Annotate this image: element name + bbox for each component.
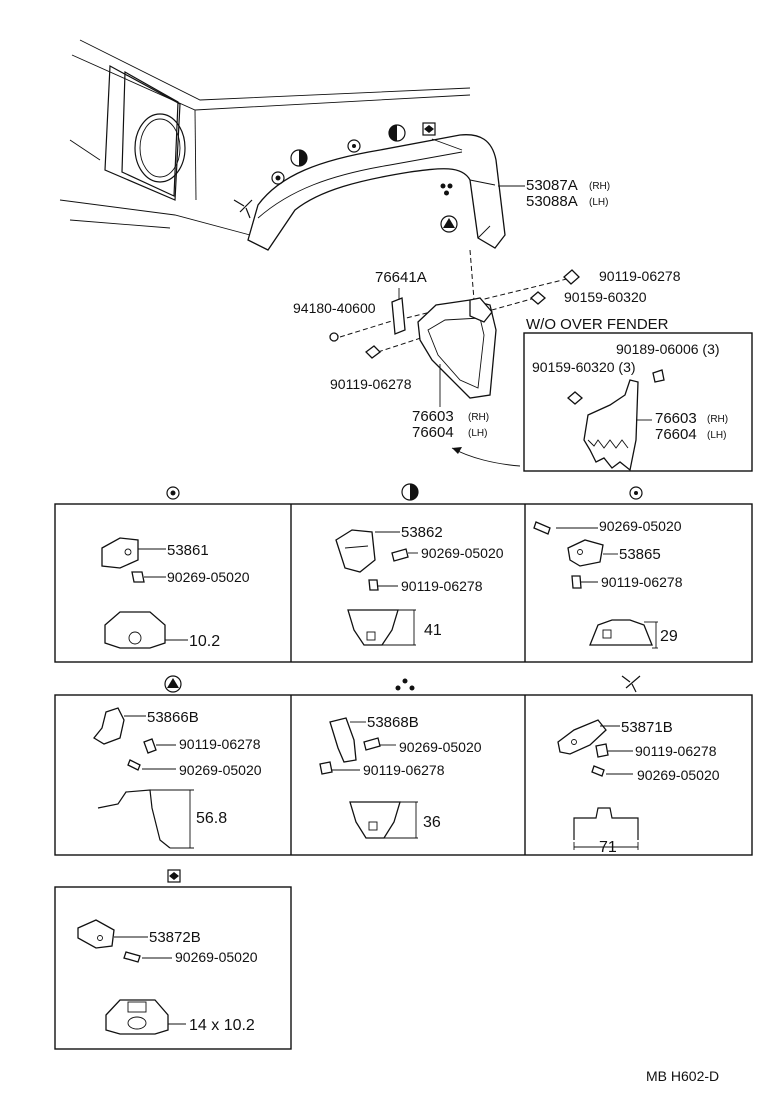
p5-part: 53868B (367, 714, 419, 731)
label-lh-1: (LH) (589, 197, 608, 208)
label-94180-40600: 94180-40600 (293, 300, 376, 316)
label-lh-2: (LH) (468, 428, 487, 439)
panel-row-2 (54, 675, 753, 856)
label-90119-06278-b: 90119-06278 (330, 376, 412, 392)
inset-label-nut: 90189-06006 (3) (616, 341, 720, 357)
label-53087a: 53087A (526, 177, 578, 194)
p3-screw: 90119-06278 (601, 574, 683, 590)
footer-code: MB H602-D (646, 1068, 719, 1084)
inset-wo-over-fender: W/O OVER FENDER 90189-06006 (3) 90159-60… (523, 316, 753, 472)
p2-part: 53862 (401, 524, 443, 541)
panel-53871b: 53871B 90119-06278 90269-05020 71 (557, 719, 720, 856)
p7-rivet: 90269-05020 (175, 949, 258, 965)
over-fender-53087a (247, 134, 506, 251)
p3-dim: 29 (660, 628, 678, 645)
label-90119-06278-a: 90119-06278 (599, 268, 681, 284)
panel-53861: 53861 90269-05020 10.2 (101, 537, 250, 650)
p6-rivet: 90269-05020 (637, 767, 720, 783)
p2-dim: 41 (424, 622, 442, 639)
label-76604: 76604 (412, 424, 454, 441)
p4-dim: 56.8 (196, 810, 227, 827)
p3-part: 53865 (619, 546, 661, 563)
p5-rivet: 90269-05020 (399, 739, 482, 755)
inset-title: W/O OVER FENDER (526, 316, 669, 333)
p7-part: 53872B (149, 929, 201, 946)
panel-53866b: 53866B 90119-06278 90269-05020 56.8 (93, 707, 262, 849)
label-53088a: 53088A (526, 193, 578, 210)
mud-flap-assembly (329, 269, 580, 399)
p5-dim: 36 (423, 814, 441, 831)
p2-rivet: 90269-05020 (421, 545, 504, 561)
p4-screw: 90119-06278 (179, 736, 261, 752)
panel-53868b: 53868B 90269-05020 90119-06278 36 (319, 714, 482, 839)
p6-screw: 90119-06278 (635, 743, 717, 759)
p2-screw: 90119-06278 (401, 578, 483, 594)
inset-rh: (RH) (707, 414, 728, 425)
label-rh-2: (RH) (468, 412, 489, 423)
panel-53872b: 53872B 90269-05020 14 x 10.2 (77, 919, 258, 1035)
p4-rivet: 90269-05020 (179, 762, 262, 778)
inset-label-76603: 76603 (655, 410, 697, 427)
panel-53862: 53862 90269-05020 90119-06278 41 (335, 524, 504, 646)
inset-label-76604: 76604 (655, 426, 697, 443)
panel-row-1 (54, 483, 753, 663)
location-symbol-marks (233, 122, 463, 233)
inset-lh: (LH) (707, 430, 726, 441)
p3-rivet: 90269-05020 (599, 518, 682, 534)
p6-dim: 71 (599, 839, 617, 856)
p1-part: 53861 (167, 542, 209, 559)
vehicle-body (59, 39, 471, 236)
p4-part: 53866B (147, 709, 199, 726)
p7-dim: 14 x 10.2 (189, 1017, 255, 1034)
label-76641a: 76641A (375, 269, 427, 286)
p5-screw: 90119-06278 (363, 762, 445, 778)
inset-label-bolt: 90159-60320 (3) (532, 359, 636, 375)
label-rh-1: (RH) (589, 181, 610, 192)
p6-part: 53871B (621, 719, 673, 736)
label-76603: 76603 (412, 408, 454, 425)
panel-53865: 90269-05020 53865 90119-06278 29 (533, 518, 683, 649)
label-90159-60320: 90159-60320 (564, 289, 647, 305)
panel-row-3 (54, 869, 292, 1050)
p1-rivet: 90269-05020 (167, 569, 250, 585)
p1-dim: 10.2 (189, 633, 220, 650)
